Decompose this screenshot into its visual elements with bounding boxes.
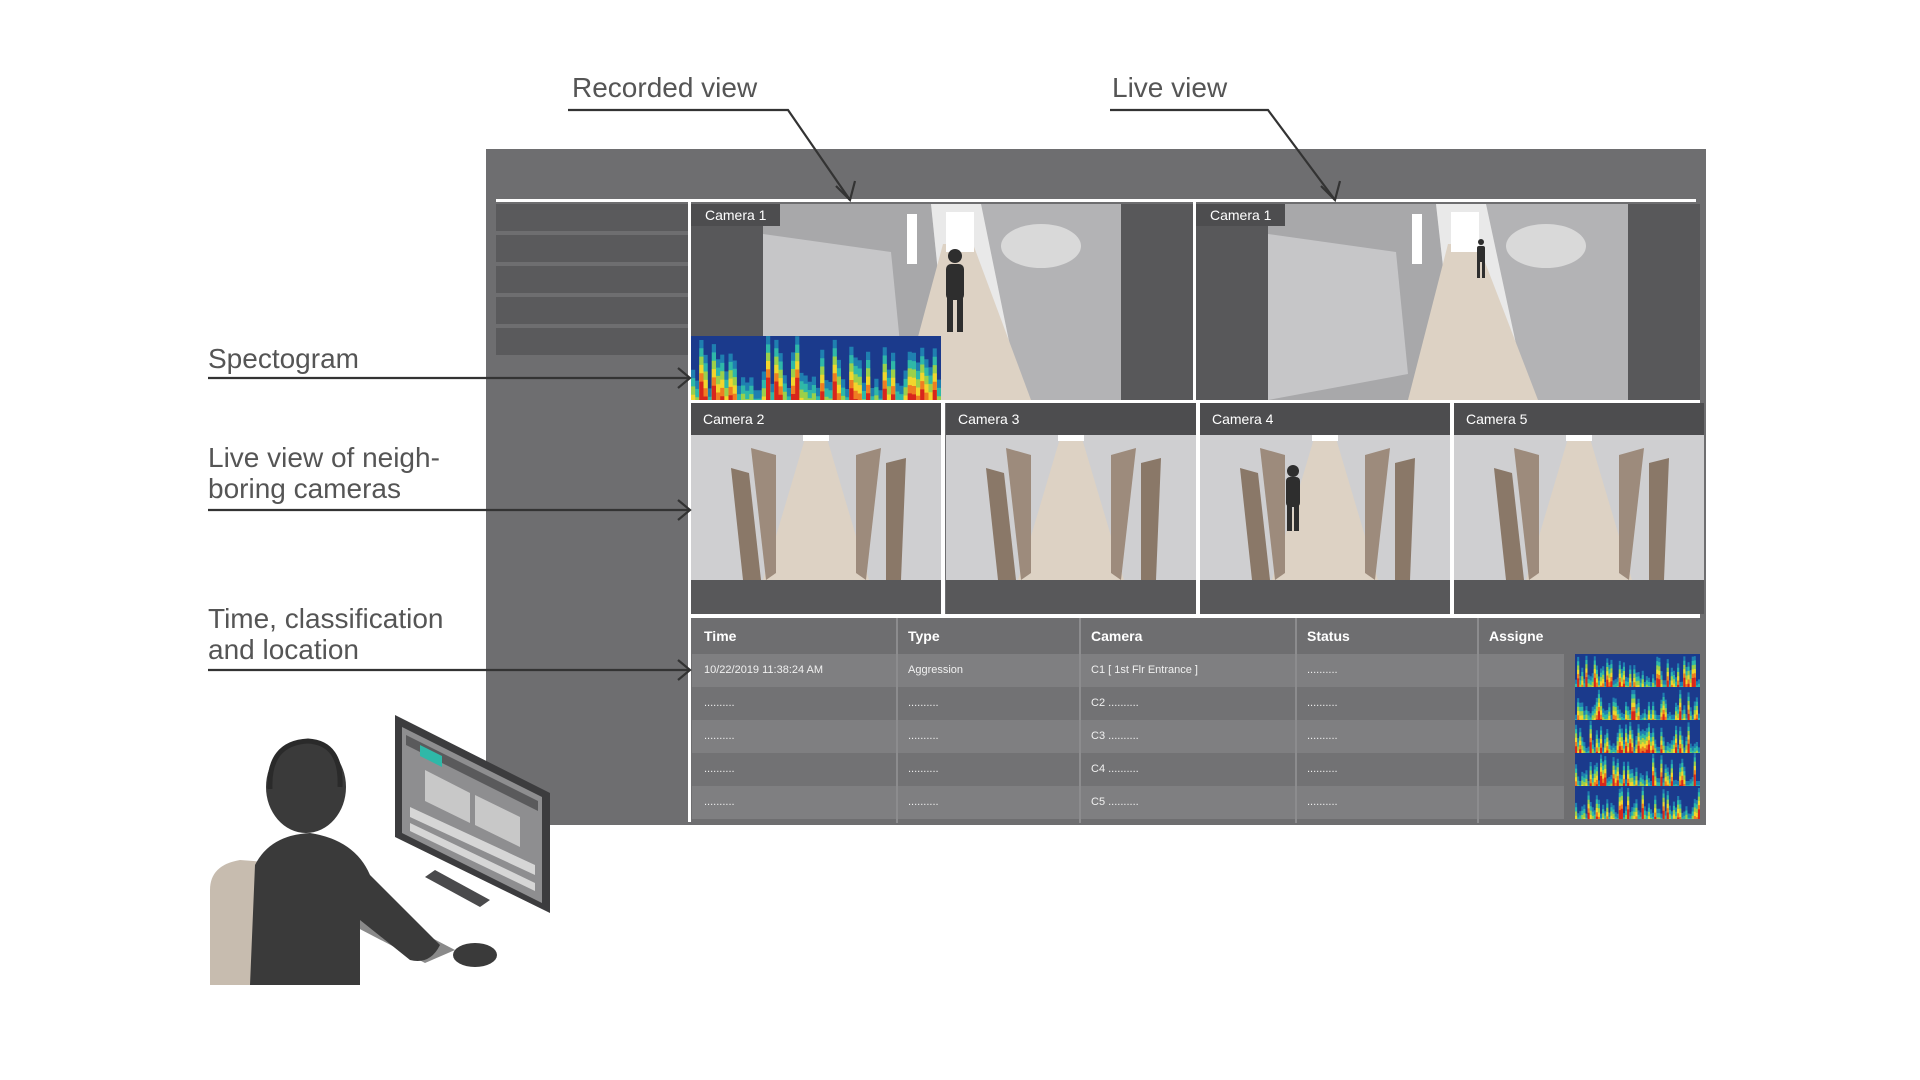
camera-footer: [1454, 580, 1704, 614]
callout-neighbor-line2: boring cameras: [208, 473, 401, 504]
table-cell: C2 ..........: [1091, 697, 1139, 709]
camera-label: Camera 2: [691, 403, 941, 435]
table-row[interactable]: .................... C4 .................…: [692, 753, 1564, 786]
table-cell: C3 ..........: [1091, 730, 1139, 742]
camera-label: Camera 3: [946, 403, 1196, 435]
column-header-type[interactable]: Type: [908, 628, 940, 644]
callout-neighbor-line1: Live view of neigh-: [208, 442, 440, 473]
table-cell: ..........: [908, 796, 939, 808]
table-cell: ..........: [1307, 796, 1338, 808]
recorded-view-camera[interactable]: Camera 1: [691, 204, 1193, 400]
callout-time-classification: Time, classification and location: [208, 603, 443, 665]
camera-footer: [946, 580, 1196, 614]
table-row[interactable]: .................... C2 .................…: [692, 687, 1564, 720]
table-cell: ..........: [704, 697, 735, 709]
headset-icon: [267, 738, 343, 790]
table-cell: ..........: [908, 697, 939, 709]
sidebar-item[interactable]: [496, 204, 688, 231]
camera-footer: [691, 580, 941, 614]
table-cell: ..........: [704, 763, 735, 775]
operator-body: [250, 833, 440, 985]
column-header-status[interactable]: Status: [1307, 628, 1350, 644]
table-cell: Aggression: [908, 664, 964, 676]
callout-time-line1: Time, classification: [208, 603, 444, 634]
person-silhouette: [1286, 465, 1300, 531]
spectrogram: [691, 336, 941, 400]
neighbor-camera-2[interactable]: Camera 2: [691, 403, 941, 614]
table-row[interactable]: .................... C5 .................…: [692, 786, 1564, 819]
corridor-scene: [691, 403, 941, 614]
tile-separator: [941, 403, 945, 614]
column-divider: [1477, 618, 1479, 823]
column-divider: [1079, 618, 1081, 823]
table-separator: [691, 614, 1700, 618]
person-silhouette: [1477, 239, 1485, 278]
table-cell: ..........: [1307, 730, 1338, 742]
callout-neighbor-cameras: Live view of neigh- boring cameras: [208, 442, 440, 504]
callout-time-line2: and location: [208, 634, 360, 665]
table-cell: 10/22/2019 11:38:24 AM: [704, 664, 824, 676]
row-separator: [691, 400, 1700, 403]
tile-separator: [1450, 403, 1454, 614]
sidebar-item[interactable]: [496, 297, 688, 324]
neighbor-camera-4[interactable]: Camera 4: [1200, 403, 1450, 614]
column-divider: [1295, 618, 1297, 823]
row-spectrogram: [1575, 720, 1700, 753]
table-cell: ..........: [908, 763, 939, 775]
callout-spectogram: Spectogram: [208, 343, 359, 374]
table-cell: C1 [ 1st Flr Entrance ]: [1091, 664, 1198, 676]
row-spectrogram: [1575, 687, 1700, 720]
row-spectrogram: [1575, 786, 1700, 819]
sidebar: [496, 204, 688, 359]
table-cell: ..........: [704, 730, 735, 742]
row-spectrogram: [1575, 654, 1700, 687]
table-cell: ..........: [908, 730, 939, 742]
callout-live-view: Live view: [1112, 72, 1228, 103]
person-silhouette: [946, 249, 964, 332]
camera-label: Camera 5: [1454, 403, 1704, 435]
corridor-scene: [1454, 403, 1704, 614]
monitor-stand: [425, 870, 490, 907]
event-table: Time Type Camera Status Assigne 10/22/20…: [692, 618, 1700, 823]
table-cell: ..........: [1307, 763, 1338, 775]
tile-separator: [1196, 403, 1200, 614]
column-divider: [896, 618, 898, 823]
neighbor-camera-3[interactable]: Camera 3: [946, 403, 1196, 614]
table-row[interactable]: .................... C3 .................…: [692, 720, 1564, 753]
camera-footer: [1200, 580, 1450, 614]
sidebar-item[interactable]: [496, 235, 688, 262]
operator-head: [266, 741, 346, 833]
operator-illustration: [210, 715, 550, 985]
table-cell: ..........: [1307, 697, 1338, 709]
sidebar-item[interactable]: [496, 328, 688, 355]
view-separator: [1193, 202, 1196, 402]
table-cell: ..........: [1307, 664, 1338, 676]
live-view-camera[interactable]: Camera 1: [1196, 204, 1700, 400]
table-cell: C4 ..........: [1091, 763, 1139, 775]
camera-label: Camera 1: [1196, 204, 1286, 226]
column-header-time[interactable]: Time: [704, 628, 737, 644]
corridor-scene: [1200, 403, 1450, 614]
column-header-assignee[interactable]: Assigne: [1489, 628, 1544, 644]
table-row[interactable]: 10/22/2019 11:38:24 AM Aggression C1 [ 1st…: [692, 654, 1564, 687]
table-cell: ..........: [704, 796, 735, 808]
live-scene: [1196, 204, 1700, 400]
sidebar-item[interactable]: [496, 266, 688, 293]
callout-recorded-view: Recorded view: [572, 72, 758, 103]
camera-label: Camera 1: [691, 204, 781, 226]
neighbor-camera-5[interactable]: Camera 5: [1454, 403, 1704, 614]
row-spectrogram: [1575, 753, 1700, 786]
top-divider: [496, 199, 1696, 202]
column-header-camera[interactable]: Camera: [1091, 628, 1143, 644]
table-cell: C5 ..........: [1091, 796, 1139, 808]
camera-label: Camera 4: [1200, 403, 1450, 435]
